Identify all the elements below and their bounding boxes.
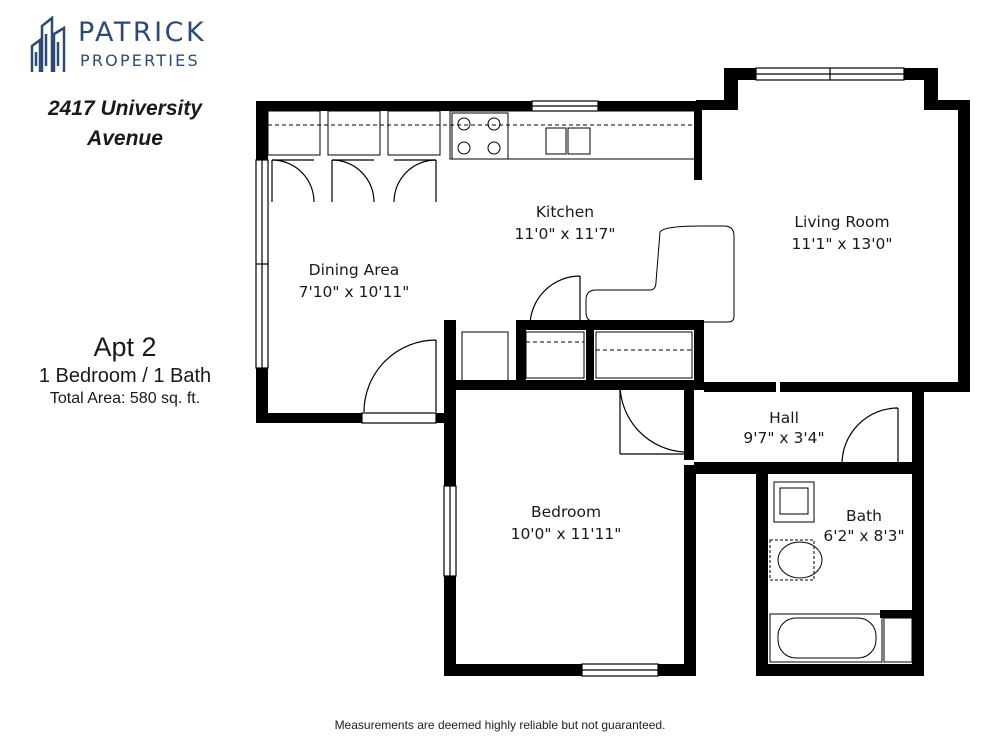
brand-name-top: PATRICK <box>78 17 207 48</box>
bedroom-name: Bedroom <box>531 503 601 521</box>
dining-door-opening <box>361 412 437 424</box>
unit-beds-baths: 1 Bedroom / 1 Bath <box>38 365 212 387</box>
windows <box>255 67 905 677</box>
bedroom-dims: 10'0" x 11'11" <box>511 525 622 543</box>
building-skyline-icon <box>30 16 66 72</box>
living-room-dims: 11'1" x 13'0" <box>792 235 893 253</box>
hall-dims: 9'7" x 3'4" <box>743 429 824 447</box>
unit-summary: Apt 2 1 Bedroom / 1 Bath Total Area: 580… <box>0 330 250 410</box>
kitchen-name: Kitchen <box>536 203 594 221</box>
bath-name: Bath <box>846 507 882 525</box>
property-address: 2417 University Avenue <box>20 94 230 154</box>
brand-logo: PATRICK PROPERTIES <box>30 16 230 76</box>
address-line-1: 2417 University <box>47 97 203 120</box>
door-jambs <box>684 392 690 458</box>
disclaimer: Measurements are deemed highly reliable … <box>334 718 666 732</box>
room-labels: Kitchen 11'0" x 11'7" Living Room 11'1" … <box>299 203 905 545</box>
kitchen-dims: 11'0" x 11'7" <box>515 225 616 243</box>
living-room-name: Living Room <box>794 213 889 231</box>
brand-name-bottom: PROPERTIES <box>80 51 200 70</box>
dining-area-name: Dining Area <box>309 261 400 279</box>
bath-dims: 6'2" x 8'3" <box>823 527 904 545</box>
unit-total-area: Total Area: 580 sq. ft. <box>49 390 201 407</box>
address-line-2: Avenue <box>87 127 163 150</box>
dining-area-dims: 7'10" x 10'11" <box>299 283 410 301</box>
hall-name: Hall <box>769 409 799 427</box>
doors <box>271 159 899 465</box>
fixtures <box>267 110 913 663</box>
unit-title: Apt 2 <box>93 332 157 362</box>
